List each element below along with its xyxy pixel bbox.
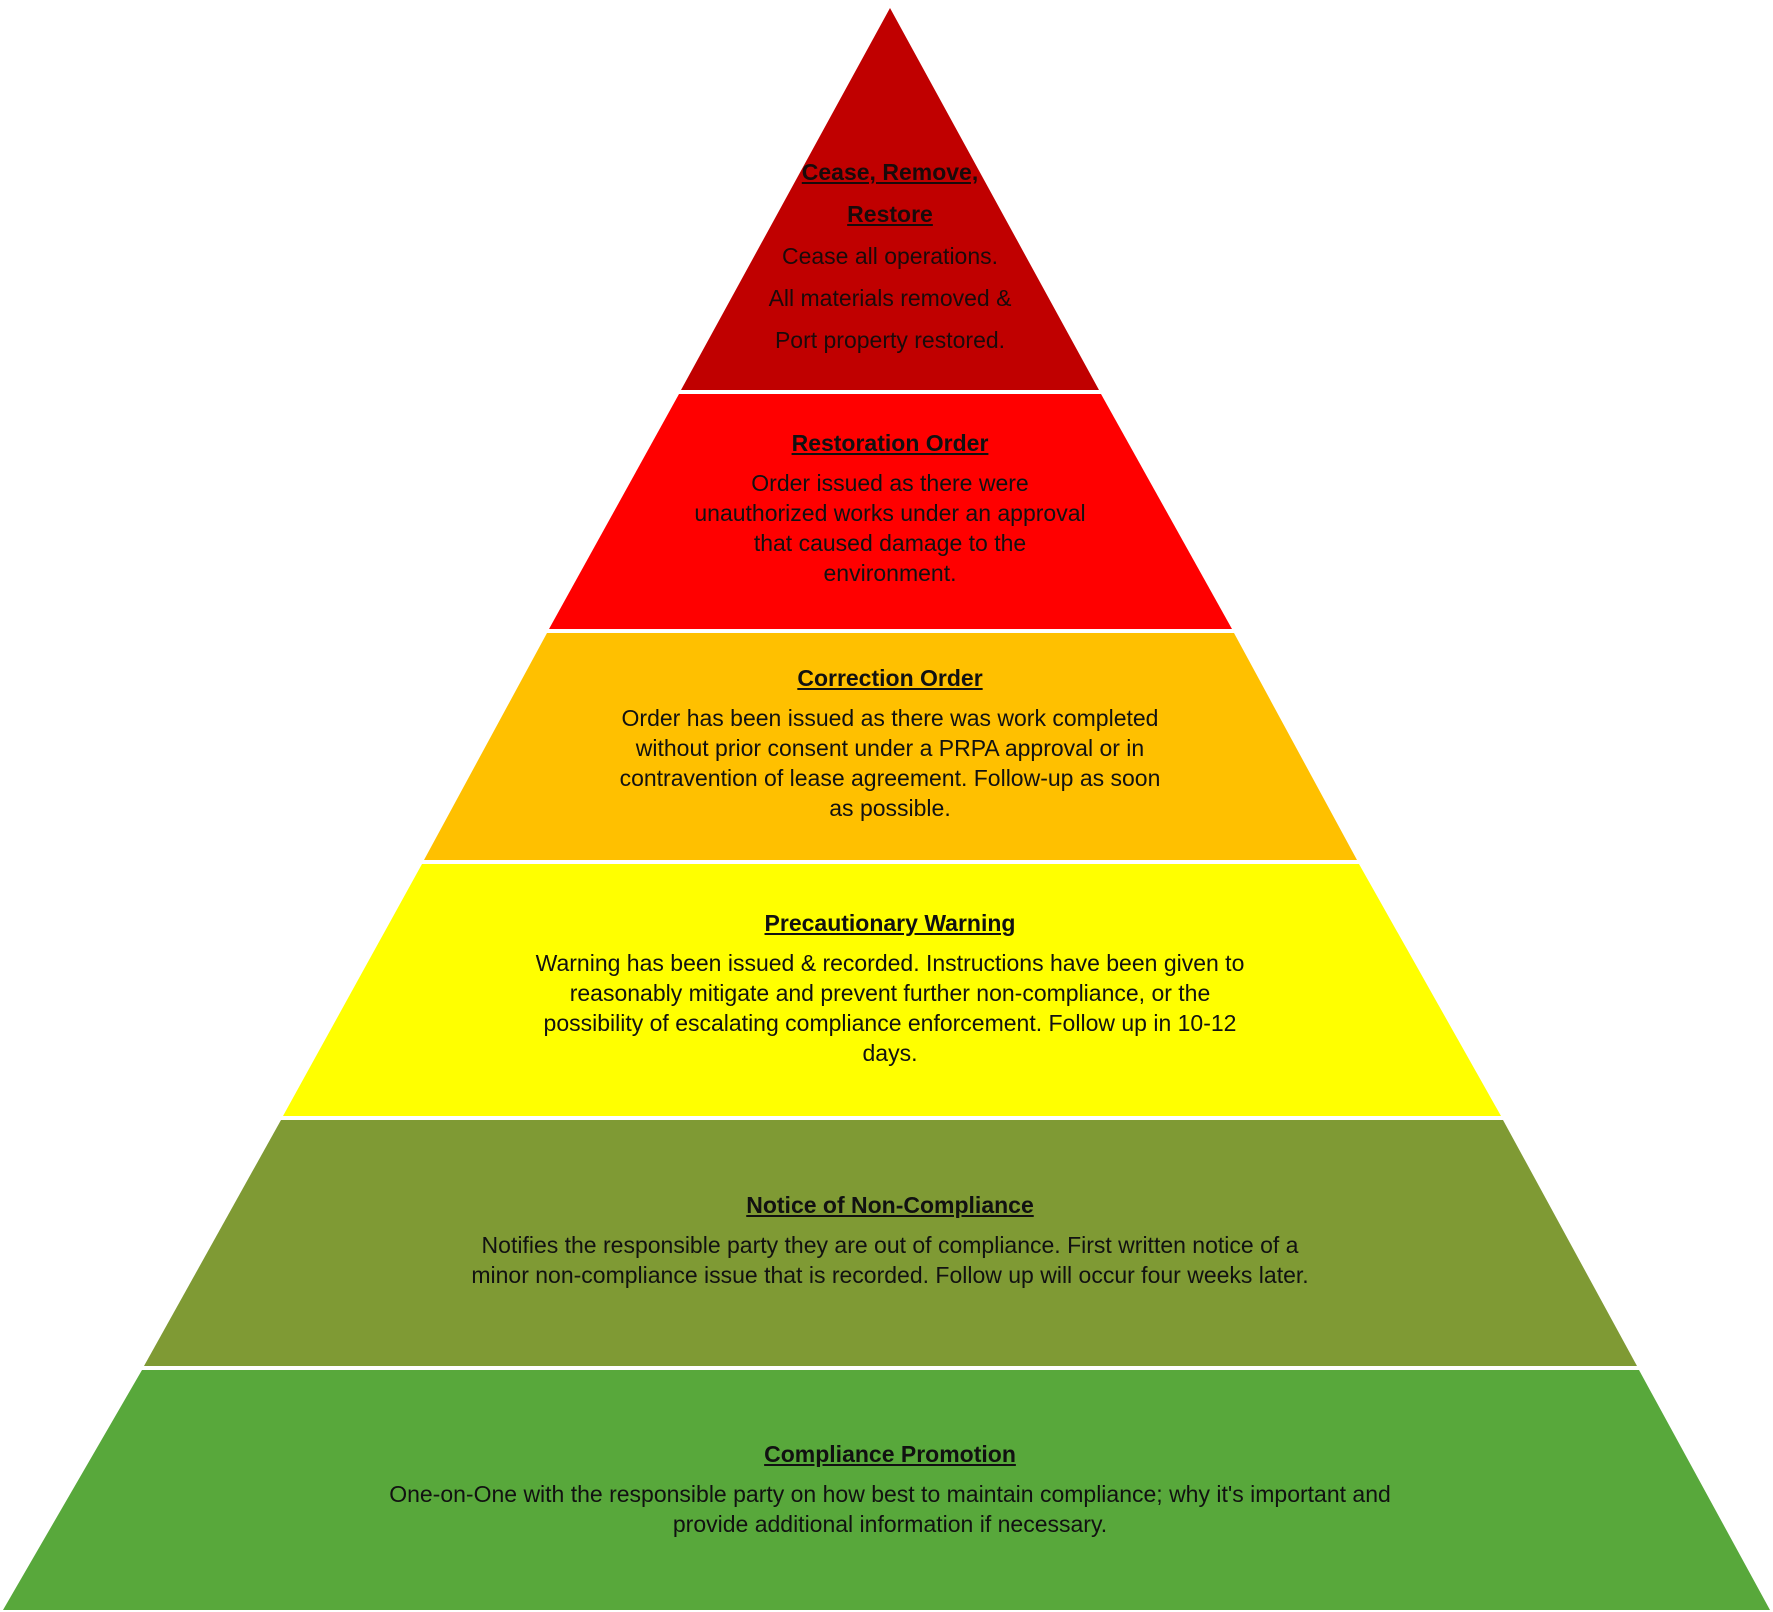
tier-shape-precautionary-warning (283, 864, 1501, 1116)
tier-correction-order: Correction Order Order has been issued a… (540, 663, 1240, 823)
tier-notice-of-non-compliance: Notice of Non-Compliance Notifies the re… (340, 1190, 1440, 1290)
tier-description: One-on-One with the responsible party on… (389, 1481, 1391, 1537)
tier-cease-remove-restore: Cease, Remove, Restore Cease all operati… (740, 151, 1040, 361)
tier-shape-compliance-promotion (3, 1370, 1770, 1610)
tier-title: Precautionary Warning (764, 910, 1016, 936)
tier-title: Restoration Order (791, 430, 989, 456)
tier-description: Notifies the responsible party they are … (471, 1232, 1309, 1288)
tier-shape-cease-remove-restore (681, 8, 1099, 390)
tier-title: Compliance Promotion (764, 1441, 1016, 1467)
tier-precautionary-warning: Precautionary Warning Warning has been i… (440, 908, 1340, 1068)
tier-title: Correction Order (797, 665, 983, 691)
tier-description: Warning has been issued & recorded. Inst… (535, 950, 1245, 1066)
tier-description: Cease all operations. All materials remo… (768, 243, 1012, 353)
tier-description: Order has been issued as there was work … (619, 705, 1161, 821)
tier-restoration-order: Restoration Order Order issued as there … (640, 428, 1140, 588)
tier-shape-restoration-order (549, 394, 1232, 629)
tier-description: Order issued as there were unauthorized … (694, 470, 1086, 586)
tier-title: Cease, Remove, Restore (801, 159, 979, 227)
tier-shape-correction-order (424, 633, 1357, 860)
tier-shape-notice-of-non-compliance (144, 1120, 1637, 1366)
tier-compliance-promotion: Compliance Promotion One-on-One with the… (240, 1439, 1540, 1539)
tier-title: Notice of Non-Compliance (746, 1192, 1034, 1218)
